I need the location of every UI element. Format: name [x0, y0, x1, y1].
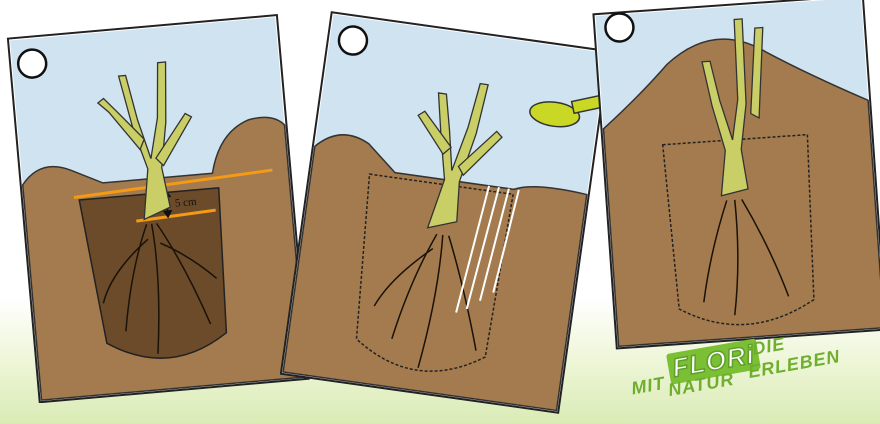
panel-step-3: [585, 0, 880, 350]
panel-step-1: 5 cm: [5, 8, 315, 403]
planting-illustration-1: 5 cm: [5, 8, 315, 403]
logo-word-mit: MIT: [630, 373, 667, 400]
step-circle-1: [17, 48, 47, 78]
planting-illustration-3: [585, 0, 880, 350]
panel-step-2: [280, 5, 610, 420]
planting-illustration-2: [280, 5, 610, 420]
step-circle-3: [604, 13, 634, 43]
depth-measure-label: 5 cm: [174, 196, 197, 210]
